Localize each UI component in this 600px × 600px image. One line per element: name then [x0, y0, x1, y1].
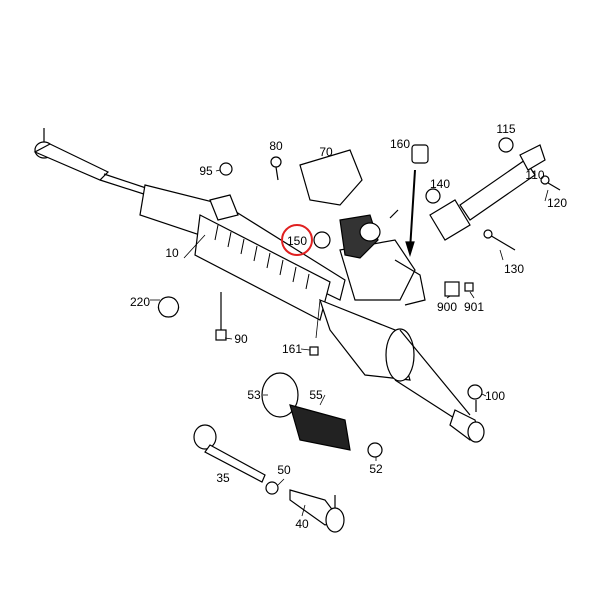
- part-label-80[interactable]: 80: [269, 139, 283, 153]
- rack-housing: [139, 184, 471, 426]
- bolts: [157, 156, 483, 400]
- part-label-55[interactable]: 55: [309, 388, 323, 402]
- part-label-50[interactable]: 50: [277, 463, 291, 477]
- leader-lines: [150, 169, 549, 517]
- part-label-100[interactable]: 100: [484, 389, 506, 403]
- part-label-52[interactable]: 52: [369, 462, 383, 476]
- valve-parts: [299, 144, 429, 259]
- part-label-160[interactable]: 160: [389, 137, 411, 151]
- part-label-161[interactable]: 161: [281, 342, 303, 356]
- left-tie-rod-end: [33, 128, 153, 197]
- part-label-120[interactable]: 120: [546, 196, 568, 210]
- part-label-220[interactable]: 220: [129, 295, 151, 309]
- part-label-140[interactable]: 140: [429, 177, 451, 191]
- part-label-130[interactable]: 130: [503, 262, 525, 276]
- boot-and-clamp: [261, 372, 383, 458]
- intermediate-shaft: [425, 137, 561, 251]
- part-label-150[interactable]: 150: [286, 234, 308, 248]
- part-label-53[interactable]: 53: [247, 388, 261, 402]
- part-label-115[interactable]: 115: [496, 122, 516, 136]
- part-label-40[interactable]: 40: [295, 517, 309, 531]
- part-label-95[interactable]: 95: [199, 164, 213, 178]
- part-label-110[interactable]: 110: [525, 168, 545, 182]
- part-label-901[interactable]: 901: [463, 300, 485, 314]
- part-label-90[interactable]: 90: [234, 332, 248, 346]
- right-tie-rod-end: [449, 400, 485, 443]
- part-label-900[interactable]: 900: [436, 300, 458, 314]
- highlight-circle: [281, 224, 313, 256]
- inner-tie-rod: [193, 424, 345, 533]
- part-label-35[interactable]: 35: [216, 471, 230, 485]
- part-label-70[interactable]: 70: [319, 145, 333, 159]
- part-label-10[interactable]: 10: [165, 246, 179, 260]
